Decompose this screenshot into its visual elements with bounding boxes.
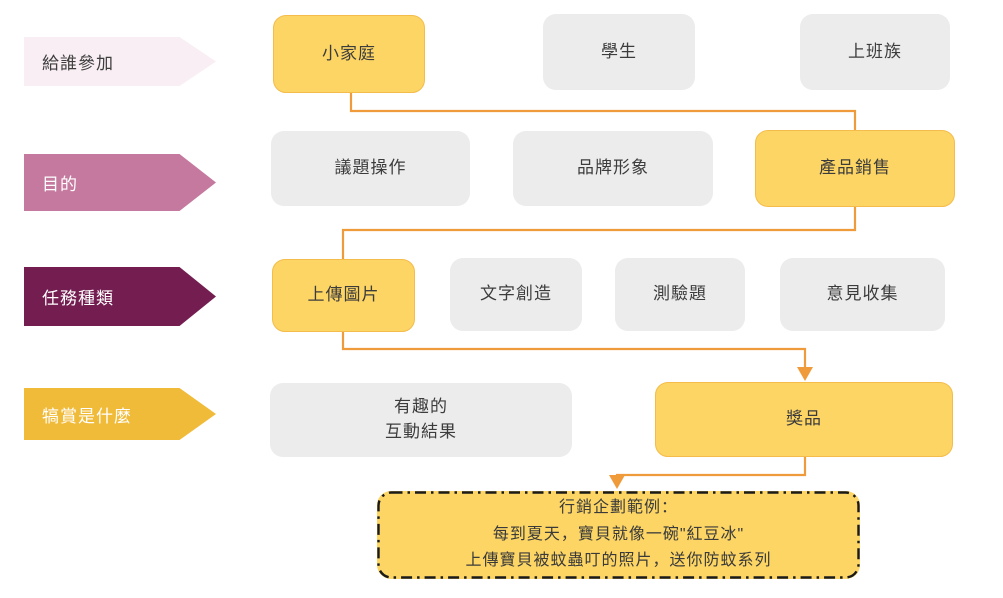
option-upload-image: 上傳圖片 [272,259,415,332]
example-note-title: 行銷企劃範例： [558,499,678,517]
row-label-purpose: 目的 [24,154,216,211]
arrowhead-example [609,475,625,489]
connector-task-to-reward [341,332,807,369]
row-label-audience: 給誰參加 [24,37,216,86]
row-label-purpose-text: 目的 [42,175,78,194]
row-label-task-type: 任務種類 [24,267,216,326]
connector-purpose-to-task [341,207,857,259]
option-prize: 獎品 [655,382,953,457]
option-text-creation: 文字創造 [450,258,582,331]
option-product-sales: 產品銷售 [755,130,955,207]
row-label-reward-text: 犒賞是什麼 [42,406,132,426]
option-fun-interactive-result: 有趣的 互動結果 [270,383,572,457]
connector-reward-to-example [615,457,807,477]
option-small-family: 小家庭 [273,15,425,93]
arrowhead-reward [797,367,813,381]
option-brand-image: 品牌形象 [513,131,713,206]
example-note: 行銷企劃範例： 每到夏天，寶貝就像一碗"紅豆冰" 上傳寶貝被蚊蟲叮的照片，送你防… [377,491,860,579]
example-note-line3: 上傳寶貝被蚊蟲叮的照片，送你防蚊系列 [465,552,772,570]
option-students: 學生 [543,14,695,90]
example-note-line2: 每到夏天，寶貝就像一碗"紅豆冰" [492,525,745,543]
option-office-workers: 上班族 [800,14,950,90]
option-topic-manipulation: 議題操作 [271,131,470,206]
row-label-task-type-text: 任務種類 [42,289,114,308]
connector-audience-to-purpose [349,93,857,130]
row-label-reward: 犒賞是什麼 [24,388,216,440]
option-quiz: 測驗題 [615,258,745,331]
row-label-audience-text: 給誰參加 [42,54,114,73]
option-opinion-collection: 意見收集 [780,258,945,331]
